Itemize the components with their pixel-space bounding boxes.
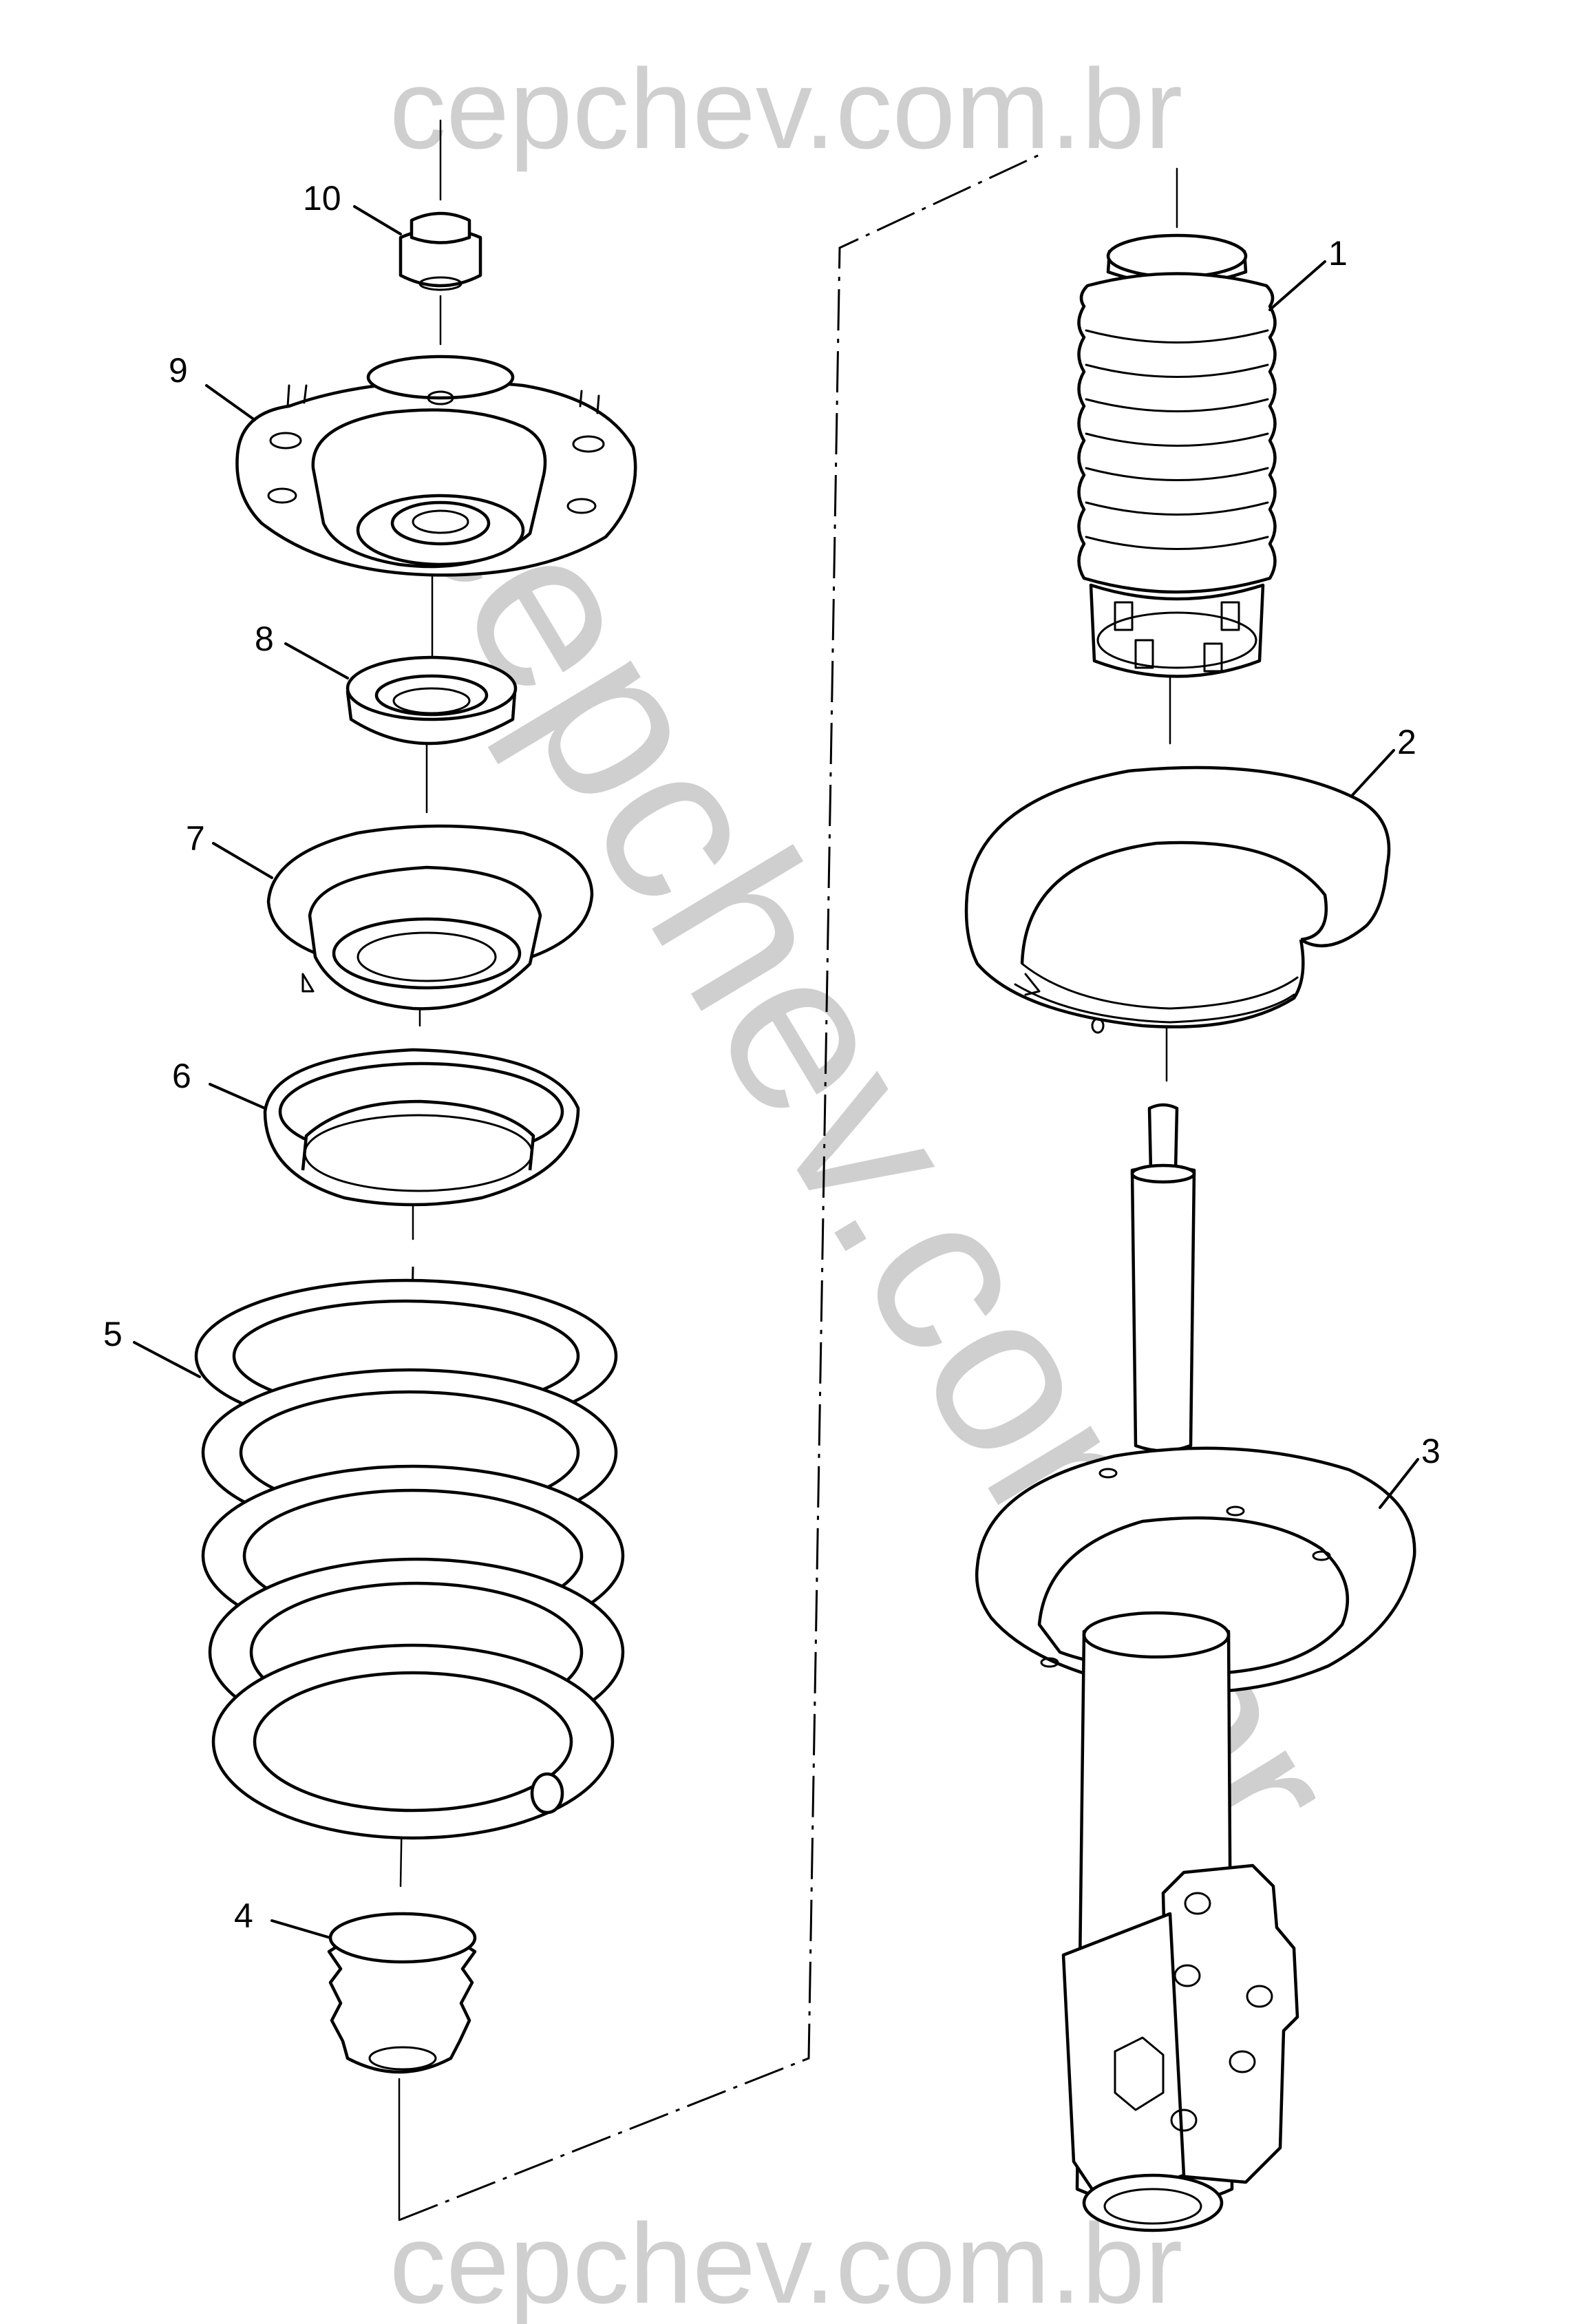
watermark-top: cepchev.com.br: [390, 45, 1182, 172]
leader-lines: [133, 205, 1419, 1939]
coil-spring-part: [194, 1278, 625, 1840]
callout-2: 2: [1397, 723, 1416, 761]
callout-8: 8: [255, 620, 274, 658]
bump-stop-part: [327, 1912, 477, 2074]
spring-insulator-part: [263, 1048, 580, 1207]
upper-spring-insulator-part: [964, 765, 1391, 1034]
callout-1: 1: [1328, 234, 1348, 273]
strut-mount-part: [235, 355, 637, 577]
spring-seat-part: [266, 824, 594, 1011]
callout-10: 10: [303, 179, 341, 218]
callout-5: 5: [103, 1315, 123, 1353]
callout-6: 6: [172, 1057, 191, 1095]
callouts: 1 2 3 4 5 6 7 8 9 10: [103, 179, 1441, 1935]
strut-assembly-part: [975, 1103, 1416, 2232]
strut-boot-part: [1077, 233, 1277, 678]
callout-9: 9: [169, 351, 188, 390]
bearing-part: [346, 655, 518, 746]
watermark-bottom: cepchev.com.br: [390, 2200, 1182, 2324]
nut-part: [399, 211, 482, 291]
callout-3: 3: [1421, 1432, 1441, 1470]
callout-4: 4: [234, 1897, 253, 1935]
callout-7: 7: [186, 819, 205, 858]
